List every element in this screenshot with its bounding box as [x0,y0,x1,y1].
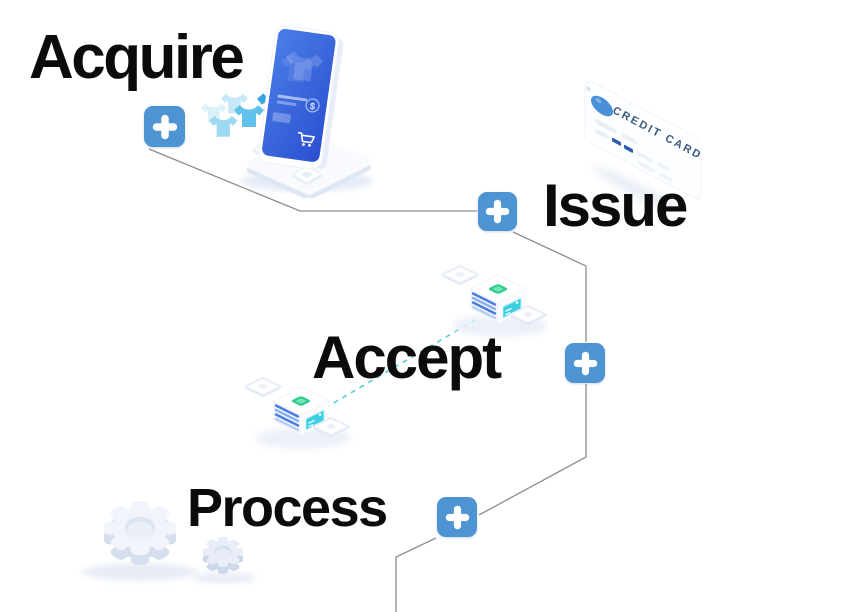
shopping-cart-icon [297,131,315,147]
add-acquire-button[interactable] [144,106,185,147]
add-accept-button[interactable] [565,343,605,383]
step-label-acquire: Acquire [29,23,245,92]
issue-illustration: CREDIT CARD [584,81,704,210]
connector-process-exit [395,537,437,612]
gear-icon [202,536,244,574]
dollar-icon: $ [305,98,320,113]
svg-text:$: $ [309,101,316,113]
add-issue-button[interactable] [478,192,517,231]
plus-icon [152,114,177,139]
server-link-dashed-line [324,319,476,409]
card-number-stripes [595,119,673,183]
plus-icon [445,505,469,529]
smartphone-kiosk: $ [258,25,344,170]
credit-card-icon [584,81,702,199]
gear-icon [104,501,176,565]
process-illustration [82,501,256,584]
plus-icon [485,199,510,224]
plus-icon [573,351,597,375]
add-process-button[interactable] [437,497,477,537]
step-label-issue: Issue [543,172,688,239]
step-label-accept: Accept [312,324,502,391]
step-label-process: Process [187,478,388,538]
card-shadow [592,165,688,210]
accept-illustration [230,258,570,458]
